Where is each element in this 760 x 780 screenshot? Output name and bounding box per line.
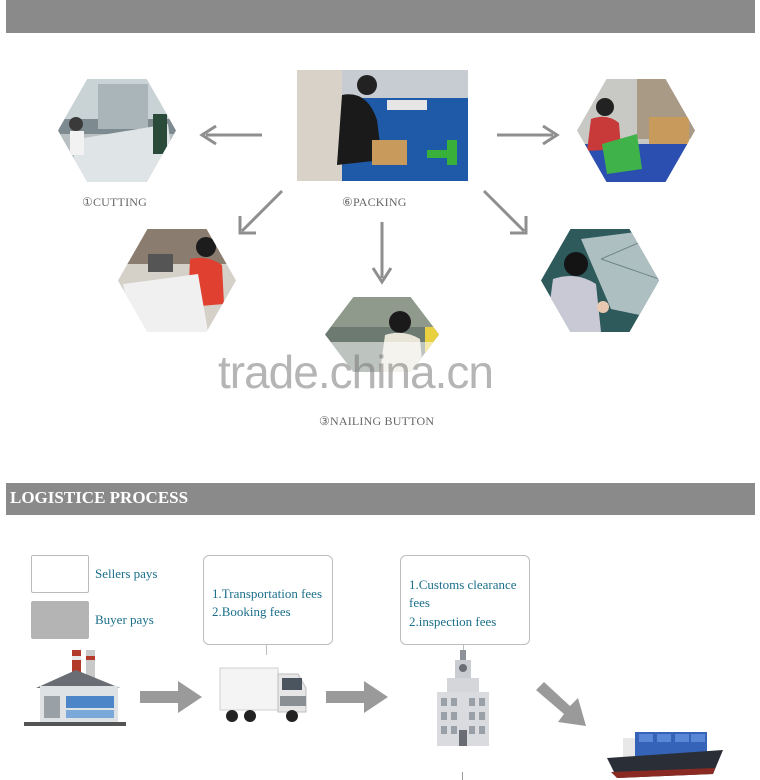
cutting-label: ①CUTTING bbox=[82, 195, 148, 209]
customs-building-icon bbox=[437, 650, 489, 746]
customs-fee-line-1: 1.Customs clearance bbox=[409, 577, 517, 592]
flow-arrow-1-icon bbox=[140, 681, 202, 713]
customs-fee-line-3: 2.inspection fees bbox=[409, 614, 497, 629]
factory-icon bbox=[24, 650, 126, 726]
arrow-down-left-icon bbox=[238, 189, 284, 235]
buyer-pays-label: Buyer pays bbox=[95, 612, 154, 627]
watermark: trade.china.cn bbox=[218, 346, 494, 398]
sellers-pays-swatch bbox=[31, 555, 89, 593]
top-section-bar bbox=[6, 0, 755, 33]
cutting-photo bbox=[58, 79, 176, 182]
nailing-button-photo bbox=[325, 297, 439, 372]
arrow-down-right-icon bbox=[482, 189, 528, 235]
packing-photo bbox=[297, 70, 468, 181]
sewing-photo-right bbox=[577, 79, 695, 182]
arrow-left-icon bbox=[199, 124, 262, 146]
transport-fee-line-2: 2.Booking fees bbox=[212, 604, 291, 619]
logistics-title: LOGISTICE PROCESS bbox=[10, 488, 189, 507]
flow-arrow-2-icon bbox=[326, 681, 388, 713]
transport-fees-box: 1.Transportation fees 2.Booking fees bbox=[203, 555, 333, 645]
buyer-pays-swatch bbox=[31, 601, 89, 639]
umbrella-photo bbox=[541, 229, 659, 332]
customs-fee-line-2: fees bbox=[409, 595, 430, 610]
arrow-down-icon bbox=[371, 222, 393, 285]
transport-box-connector bbox=[266, 645, 267, 655]
customs-stem-line bbox=[462, 772, 463, 780]
sellers-pays-label: Sellers pays bbox=[95, 566, 158, 581]
sewing-photo-left bbox=[118, 229, 236, 332]
customs-fees-box: 1.Customs clearance fees 2.inspection fe… bbox=[400, 555, 530, 645]
packing-label: ⑥PACKING bbox=[342, 195, 407, 209]
cargo-ship-icon bbox=[607, 732, 723, 778]
flow-arrow-3-icon bbox=[536, 682, 586, 726]
transport-fee-line-1: 1.Transportation fees bbox=[212, 586, 323, 601]
logistics-section-bar: LOGISTICE PROCESS bbox=[6, 483, 755, 515]
truck-icon bbox=[219, 667, 307, 722]
arrow-right-icon bbox=[497, 124, 560, 146]
nailing-button-label: ③NAILING BUTTON bbox=[319, 414, 435, 428]
